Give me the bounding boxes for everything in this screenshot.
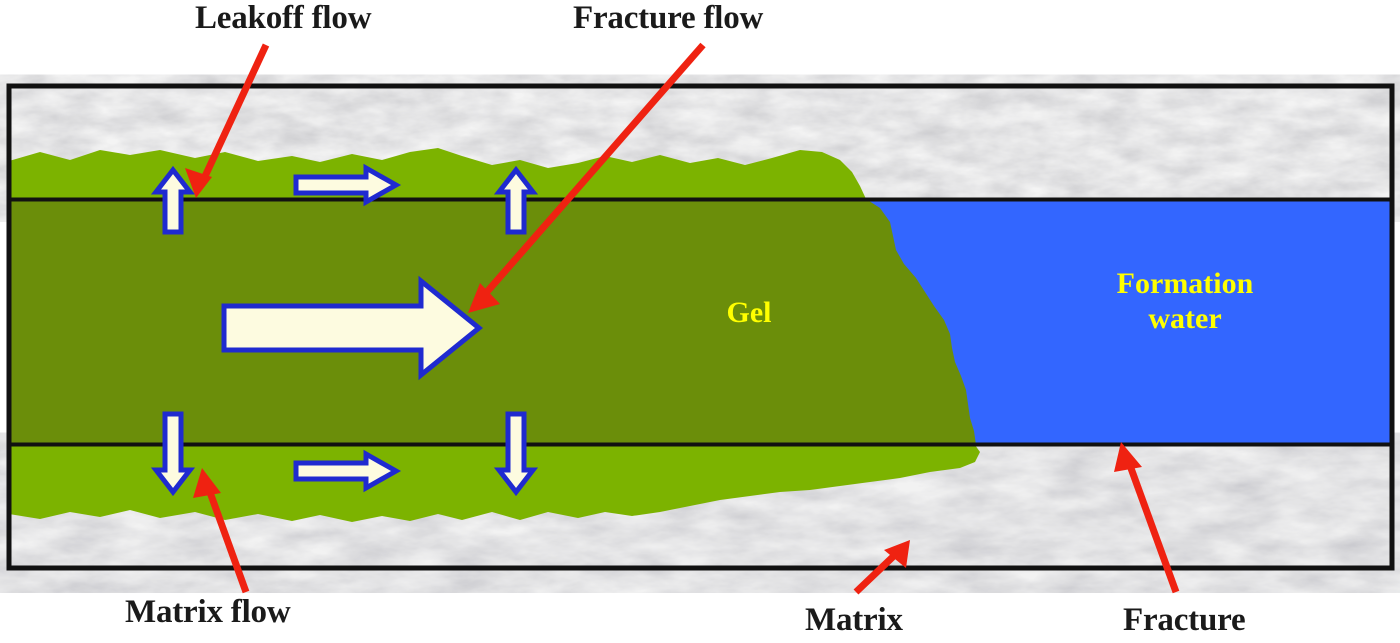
label-gel: Gel (726, 296, 772, 329)
label-leakoff-flow: Leakoff flow (195, 0, 372, 36)
label-formation-water: Formation water (1075, 267, 1295, 336)
leakoff-zone-upper (9, 148, 866, 199)
label-matrix: Matrix (805, 602, 903, 638)
label-formation-water-line1: Formation (1116, 267, 1254, 300)
pointer-fracture (1114, 442, 1180, 594)
label-fracture-flow: Fracture flow (573, 0, 764, 36)
label-matrix-flow: Matrix flow (125, 594, 291, 630)
leakoff-arrow-up-left (150, 165, 196, 235)
leakoff-arrow-right-upper (293, 163, 402, 207)
leakoff-arrow-right-lower (293, 449, 402, 493)
leakoff-arrow-up-right (493, 165, 539, 235)
fracture-flow-arrow-main (221, 275, 483, 381)
pointer-leakoff-flow (185, 43, 270, 198)
leakoff-arrow-down-right (493, 411, 539, 497)
pointer-matrix (853, 540, 910, 595)
label-fracture: Fracture (1123, 602, 1246, 638)
leakoff-zone-lower (9, 445, 980, 522)
diagram-frame (6, 83, 1395, 571)
gel-region (9, 199, 976, 445)
pointer-matrix-flow (193, 468, 250, 594)
leakoff-arrow-down-left (150, 411, 196, 497)
label-formation-water-line2: water (1148, 301, 1222, 335)
pointer-fracture-flow (468, 42, 706, 313)
